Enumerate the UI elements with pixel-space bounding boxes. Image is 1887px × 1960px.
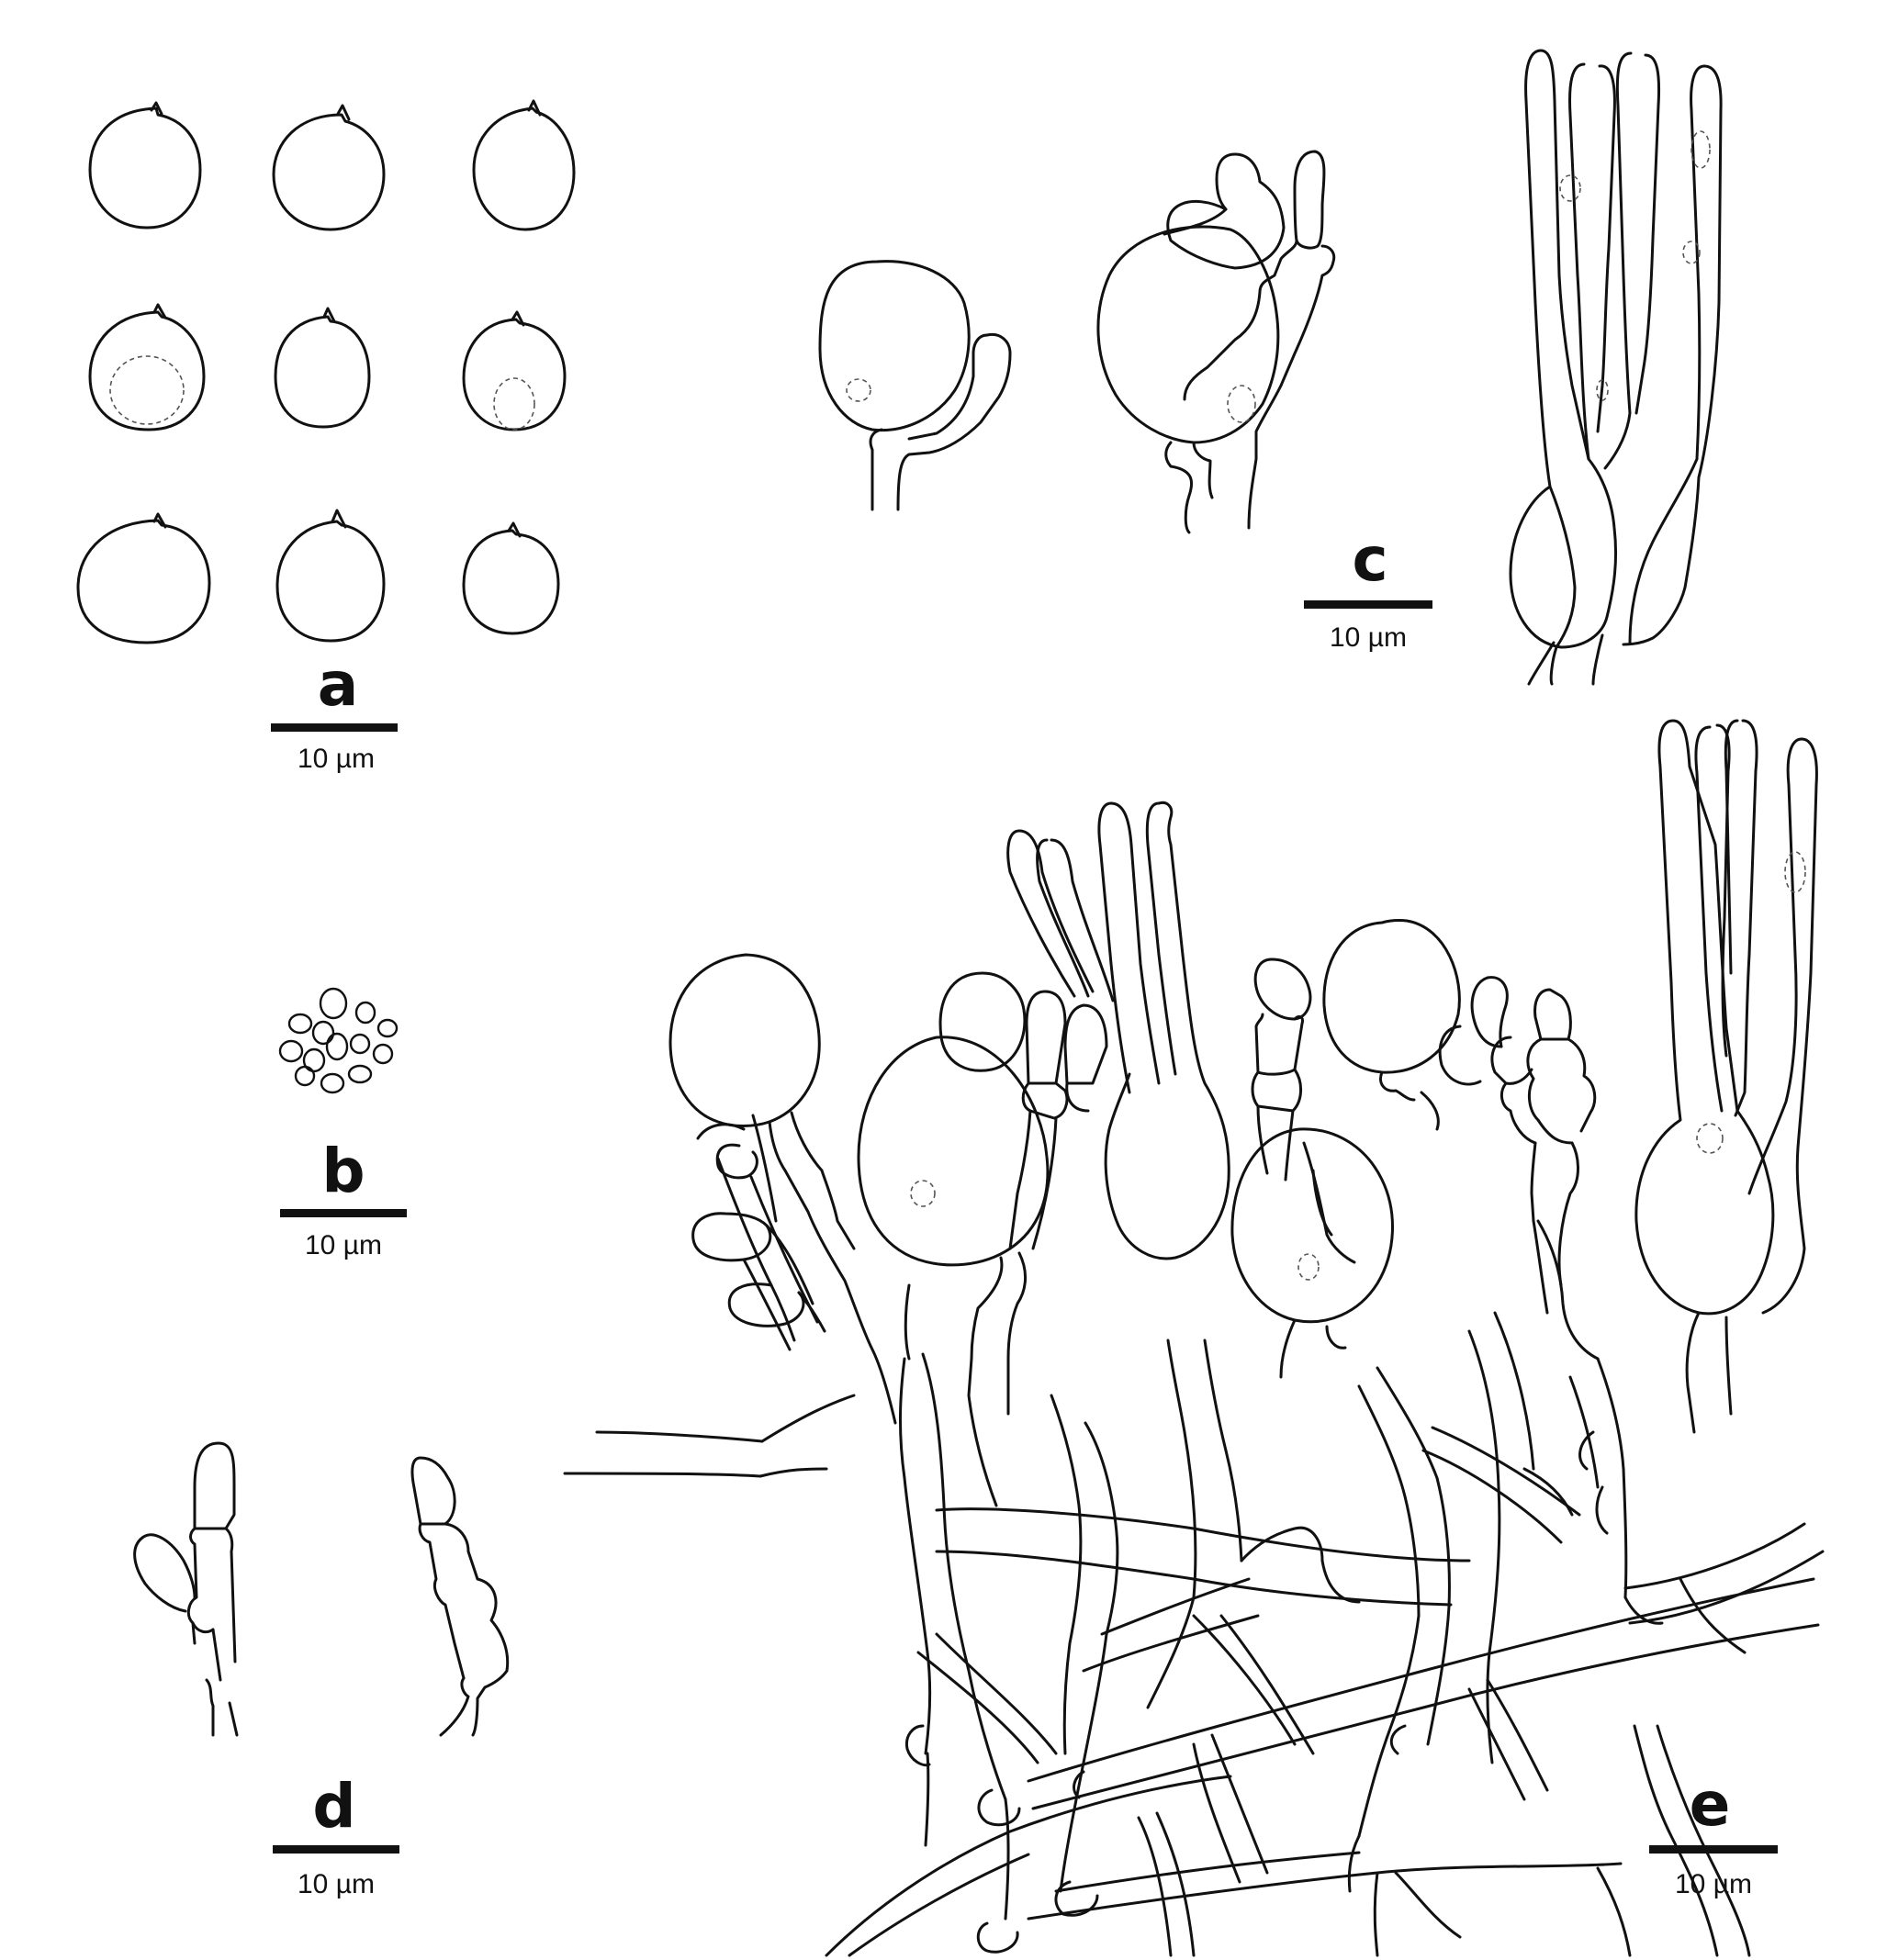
panel-letter-d: d [312,1771,355,1842]
scale-label-c: 10 µm [1330,622,1407,653]
basidium [1096,150,1336,534]
scale-bar-c [1304,600,1432,609]
hyphal-tip [410,1456,510,1737]
basidium [938,971,1069,1250]
spore [275,509,386,643]
hyphal-tip [133,1441,239,1737]
hyphal-chain [1490,988,1600,1361]
scale-label-b: 10 µm [305,1230,382,1260]
basidium [1230,1127,1394,1379]
scale-bar-b [280,1209,407,1217]
cystidium [1509,49,1723,686]
spore [462,521,560,635]
scale-label-a: 10 µm [298,744,375,774]
panel-e-hymenium: e 10 µm [563,719,1825,1957]
panel-letter-c: c [1352,524,1387,595]
scale-label-d: 10 µm [298,1869,375,1899]
scale-bar-a [271,723,398,732]
scale-bar-d [273,1845,399,1854]
spore [472,99,576,231]
basidium [1251,919,1509,1182]
clamp-connections [899,1283,1664,1954]
cystidium [1006,801,1230,1260]
panel-letter-e: e [1690,1769,1731,1840]
basidium [1063,1003,1108,1113]
scale-bar-e [1649,1845,1778,1854]
panel-letter-b: b [321,1136,365,1206]
cystidium [1634,719,1818,1434]
panel-a-spores: a 10 µm [76,99,576,774]
basidium [691,1114,814,1351]
basidium [727,1282,826,1333]
spore [88,303,206,431]
hyphal-network [563,1394,1825,1957]
panel-c-basidia: c 10 µm [818,49,1723,686]
basidium [818,260,1012,511]
basidium [857,1036,1050,1507]
spore [88,101,202,230]
panel-letter-a: a [318,649,359,720]
spore [274,307,371,429]
panel-b-particles: b 10 µm [278,987,407,1260]
spore [462,310,567,431]
spore [76,512,211,644]
scale-label-e: 10 µm [1675,1869,1752,1899]
spore [272,104,386,231]
panel-d-hyphal-tips: d 10 µm [133,1441,510,1899]
